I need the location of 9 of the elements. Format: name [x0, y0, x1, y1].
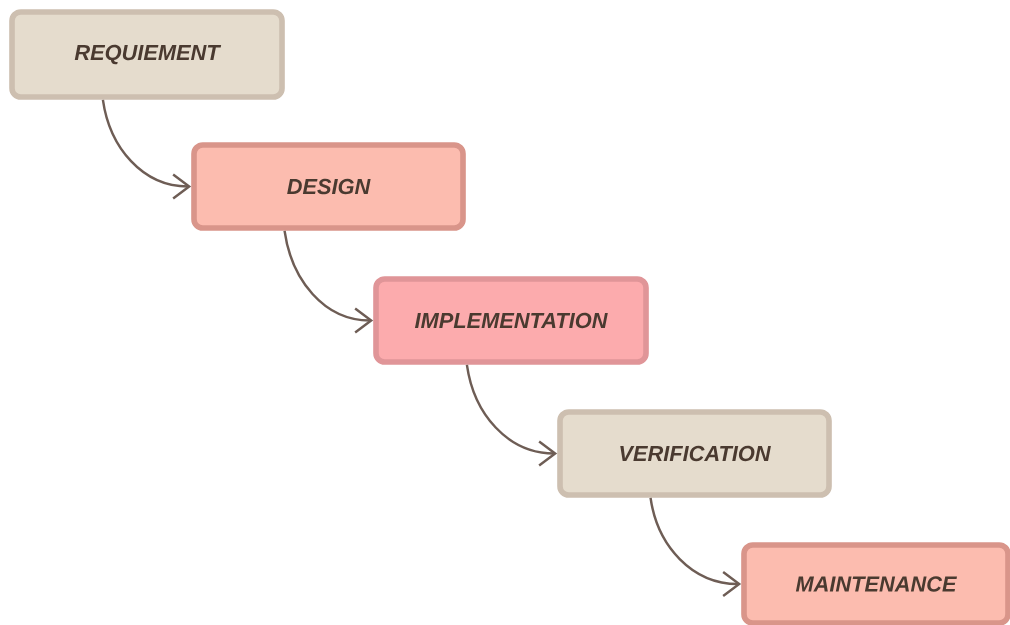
process-box: REQUIEMENT [9, 9, 285, 100]
process-box: IMPLEMENTATION [373, 276, 649, 365]
arrow [649, 497, 742, 597]
arrow [101, 99, 192, 200]
arrow [465, 364, 558, 467]
process-box: DESIGN [191, 142, 466, 231]
arrow [283, 230, 374, 334]
process-box: VERIFICATION [557, 409, 832, 498]
process-box: MAINTENANCE [741, 542, 1010, 625]
